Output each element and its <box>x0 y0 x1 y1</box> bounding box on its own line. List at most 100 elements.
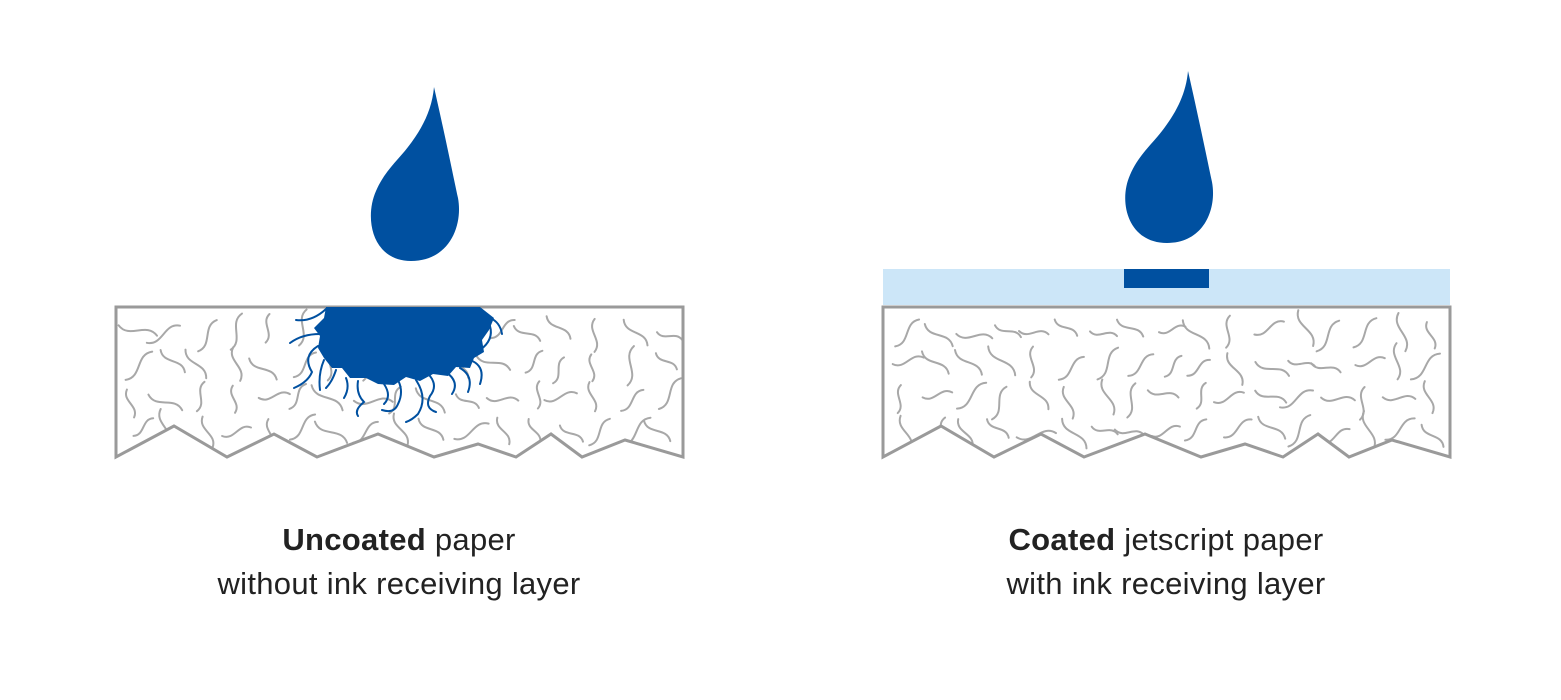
paper-fiber <box>1425 321 1437 350</box>
paper-fiber <box>921 350 950 375</box>
paper-fiber <box>1352 317 1378 349</box>
uncoated-paper-caption: Uncoated paper without ink receiving lay… <box>119 518 679 606</box>
paper-fiber <box>1061 417 1088 450</box>
paper-fiber <box>453 422 490 441</box>
paper-fiber <box>1186 358 1211 377</box>
paper-fiber <box>257 391 291 401</box>
paper-fiber <box>1029 345 1036 379</box>
paper-fiber <box>1158 324 1187 335</box>
paper-fiber <box>1113 428 1145 436</box>
paper-fiber <box>454 393 480 409</box>
paper-fiber <box>1225 314 1231 349</box>
paper-fiber <box>288 383 307 410</box>
paper-fiber <box>145 324 181 344</box>
paper-fiber <box>264 313 271 344</box>
paper-fiber <box>414 387 446 414</box>
paper-fiber <box>485 396 520 403</box>
paper-fiber <box>923 323 954 348</box>
paper-fiber <box>147 393 184 412</box>
paper-fiber <box>1213 390 1245 404</box>
paper-fiber <box>248 357 278 381</box>
paper-fiber <box>1090 425 1119 436</box>
coated-paper-caption: Coated jetscript paper with ink receivin… <box>886 518 1446 606</box>
paper-fiber <box>1163 354 1183 378</box>
paper-fiber <box>588 417 611 447</box>
paper-fiber <box>489 318 516 340</box>
paper-fiber <box>986 418 1010 439</box>
paper-fiber <box>896 384 902 415</box>
ink-blot-spread <box>289 307 503 423</box>
paper-fiber <box>1384 417 1416 441</box>
caption-right-bold: Coated <box>1008 522 1116 557</box>
uncoated-paper-illustration <box>114 87 685 460</box>
paper-fiber <box>1181 319 1211 350</box>
coated-paper-illustration <box>881 71 1452 460</box>
paper-fiber <box>587 381 598 413</box>
paper-fiber <box>184 348 208 380</box>
paper-fiber <box>1253 320 1285 336</box>
paper-fibers-right <box>891 309 1445 451</box>
paper-fiber <box>1257 415 1287 440</box>
paper-fiber <box>657 377 682 410</box>
paper-fiber <box>936 416 947 447</box>
paper-fiber <box>588 353 596 383</box>
paper-fiber <box>1223 418 1253 439</box>
paper-fiber <box>1287 414 1312 448</box>
paper-fiber <box>298 308 308 347</box>
paper-fiber <box>117 324 158 337</box>
paper-fiber <box>158 408 171 446</box>
paper-fiber <box>524 349 544 374</box>
paper-fiber <box>313 420 349 444</box>
paper-fiber <box>891 355 925 367</box>
paper-fiber <box>1420 423 1445 448</box>
paper-fiber <box>230 384 238 414</box>
paper-fiber <box>1392 342 1402 381</box>
paper-fiber <box>1018 330 1050 336</box>
paper-fiber <box>124 388 137 419</box>
paper-fiber <box>230 346 243 382</box>
caption-left-bold: Uncoated <box>282 522 426 557</box>
paper-fiber <box>1096 346 1120 381</box>
paper-fiber <box>921 390 954 400</box>
paper-fiber <box>558 424 584 443</box>
paper-outline-left <box>114 305 685 460</box>
paper-fiber <box>124 350 154 381</box>
paper-fiber <box>656 331 683 342</box>
paper-fiber <box>591 317 599 353</box>
paper-fiber <box>417 417 445 441</box>
paper-fiber <box>132 417 155 437</box>
paper-fiber <box>1100 378 1116 416</box>
paper-fiber <box>1279 389 1314 409</box>
caption-left-line2: without ink receiving layer <box>217 566 581 601</box>
paper-fiber <box>954 349 983 376</box>
paper-fiber <box>310 384 344 412</box>
paper-fiber <box>1354 356 1386 368</box>
paper-fiber <box>1061 385 1075 420</box>
paper-fiber <box>1150 424 1181 438</box>
paper-fiber <box>512 325 542 342</box>
paper-fiber <box>352 397 394 406</box>
paper-fiber <box>195 380 206 413</box>
paper-fiber <box>475 354 512 371</box>
paper-fiber <box>197 319 218 353</box>
paper-fiber <box>1146 389 1180 399</box>
caption-left-rest: paper <box>425 522 516 557</box>
paper-fiber <box>527 418 542 444</box>
paper-fiber <box>1320 396 1356 402</box>
paper-fiber <box>1395 312 1409 353</box>
absorbed-ink-dot <box>1124 269 1209 288</box>
paper-fiber <box>159 349 186 374</box>
paper-fiber <box>1057 355 1085 381</box>
paper-fiber <box>200 415 215 449</box>
paper-fiber <box>292 351 317 379</box>
paper-fiber <box>643 419 672 443</box>
paper-fiber <box>1116 318 1145 338</box>
paper-outline-right <box>881 305 1452 460</box>
paper-fiber <box>288 413 317 441</box>
paper-fiber <box>994 324 1022 339</box>
ink-drop-right-icon <box>1125 71 1214 243</box>
paper-fiber <box>535 380 542 410</box>
ink-drop-left-icon <box>370 87 460 261</box>
paper-fiber <box>1028 380 1050 411</box>
